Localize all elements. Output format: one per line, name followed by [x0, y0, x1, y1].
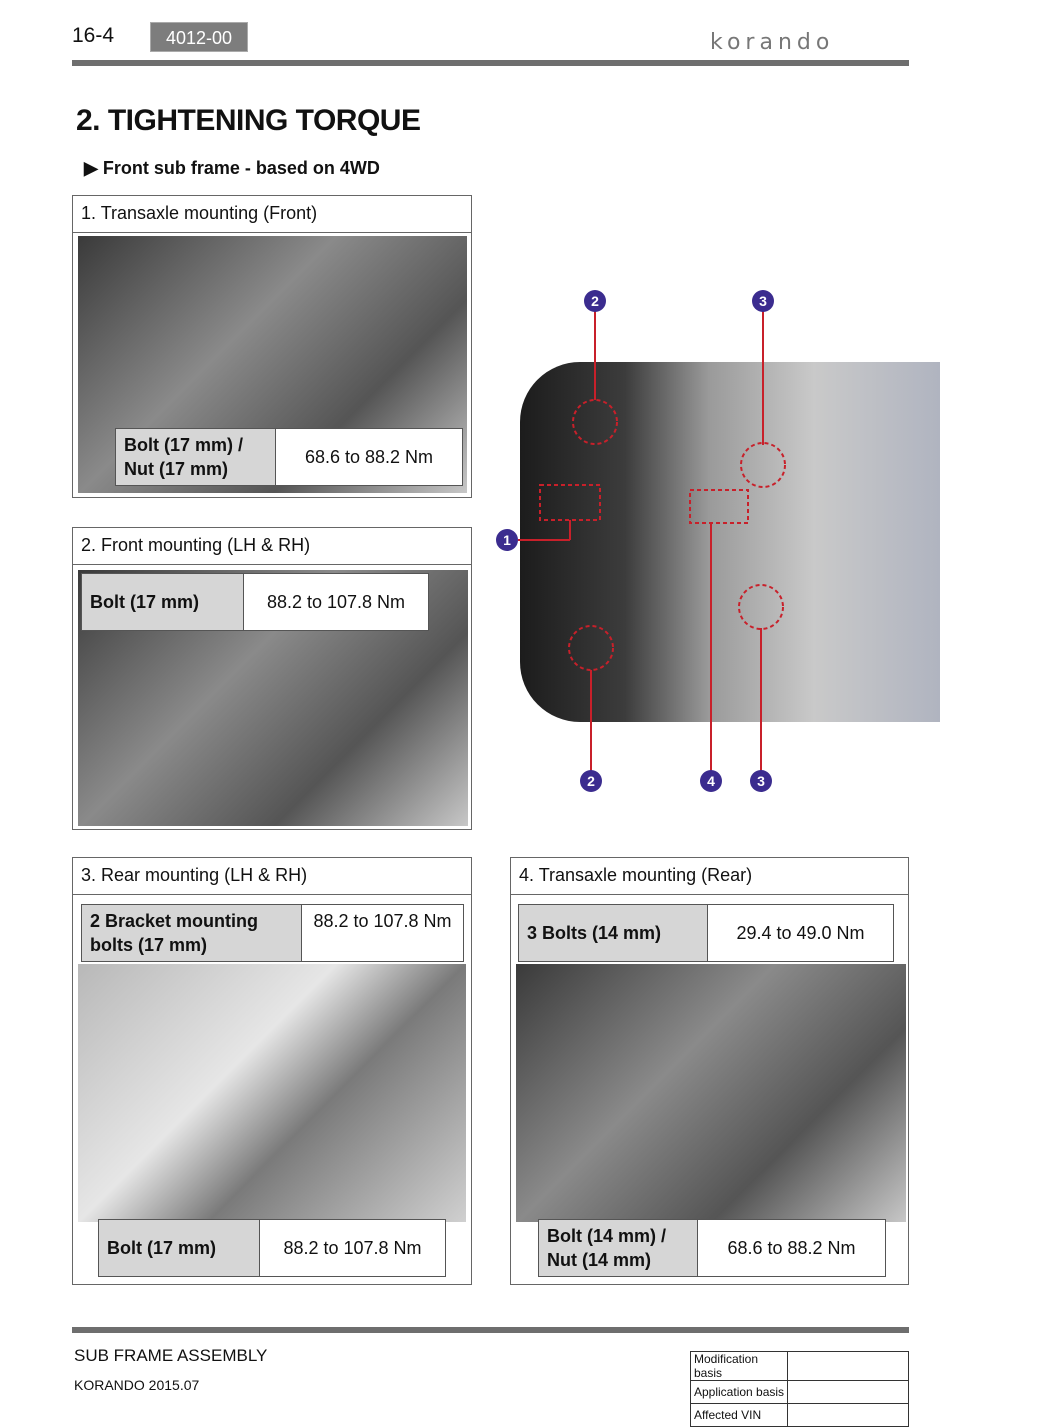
- spec-row: Bolt (17 mm) 88.2 to 107.8 Nm: [98, 1219, 446, 1277]
- underbody-diagram: [520, 362, 940, 722]
- section-rear-mounting: 3. Rear mounting (LH & RH) 2 Bracket mou…: [72, 857, 472, 1285]
- callout-badge-2: 2: [584, 290, 606, 312]
- callout-badge-4: 4: [700, 770, 722, 792]
- section-title: 4. Transaxle mounting (Rear): [511, 858, 908, 895]
- spec-row: Bolt (14 mm) / Nut (14 mm) 68.6 to 88.2 …: [538, 1219, 886, 1277]
- callout-badge-1: 1: [496, 529, 518, 551]
- footer-model: KORANDO 2015.07: [74, 1377, 200, 1393]
- section-front-mounting: 2. Front mounting (LH & RH) Bolt (17 mm)…: [72, 527, 472, 830]
- section-code: 4012-00: [150, 22, 248, 52]
- spec-row: 3 Bolts (14 mm) 29.4 to 49.0 Nm: [518, 904, 894, 962]
- header-rule: [72, 60, 909, 66]
- section-transaxle-front: 1. Transaxle mounting (Front) Bolt (17 m…: [72, 195, 472, 498]
- spec-row: Bolt (17 mm) / Nut (17 mm) 68.6 to 88.2 …: [115, 428, 463, 486]
- triangle-right-icon: ▶: [84, 158, 103, 178]
- revision-table: Modification basis Application basis Aff…: [690, 1351, 909, 1427]
- spec-row: Bolt (17 mm) 88.2 to 107.8 Nm: [81, 573, 429, 631]
- footer-section: SUB FRAME ASSEMBLY: [74, 1346, 268, 1365]
- section-transaxle-rear: 4. Transaxle mounting (Rear) 3 Bolts (14…: [510, 857, 909, 1285]
- callout-badge-3: 3: [752, 290, 774, 312]
- callout-badge-2: 2: [580, 770, 602, 792]
- brand-logo: korando: [710, 30, 835, 55]
- rear-mounting-photo: [78, 964, 466, 1222]
- callout-badge-3: 3: [750, 770, 772, 792]
- section-title: 3. Rear mounting (LH & RH): [73, 858, 471, 895]
- transaxle-rear-photo: [516, 964, 906, 1222]
- section-title: 1. Transaxle mounting (Front): [73, 196, 471, 233]
- spec-row: 2 Bracket mounting bolts (17 mm) 88.2 to…: [81, 904, 464, 962]
- section-title: 2. Front mounting (LH & RH): [73, 528, 471, 565]
- subtitle: ▶ Front sub frame - based on 4WD: [84, 158, 380, 178]
- callout-lines: [518, 301, 786, 780]
- page-title: 2. TIGHTENING TORQUE: [76, 104, 421, 137]
- footer-rule: [72, 1327, 909, 1333]
- page-number: 16-4: [72, 24, 115, 47]
